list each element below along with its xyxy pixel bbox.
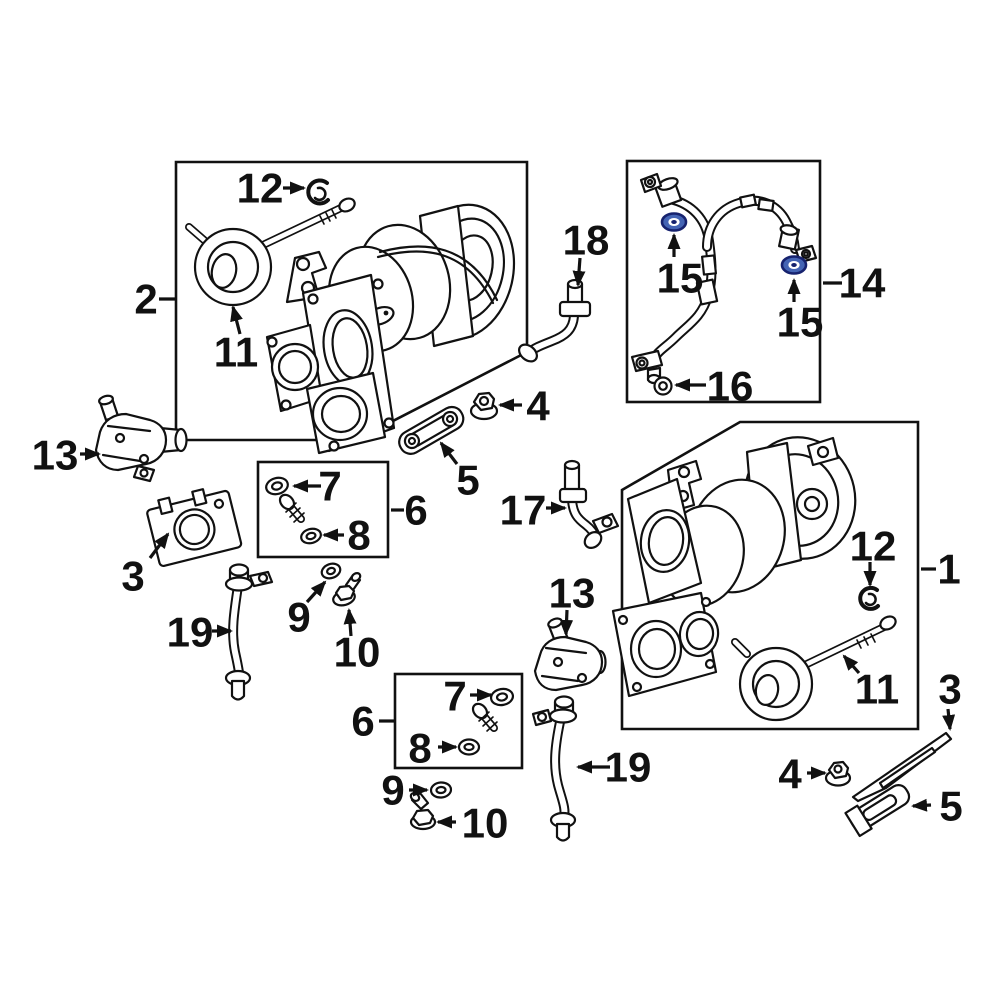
turbocharger-assembly-left	[185, 178, 516, 455]
callout-9[interactable]: 9	[287, 594, 310, 641]
stud-fitting-upper	[278, 493, 305, 523]
callout-3[interactable]: 3	[121, 553, 144, 600]
part-5-bracket-upper	[398, 405, 465, 455]
part-3-gasket-lower	[851, 731, 953, 803]
part-12-clip-left	[306, 178, 330, 206]
part-15-seal-highlighted-right[interactable]	[780, 255, 808, 275]
callout-6[interactable]: 6	[404, 487, 427, 534]
callout-13[interactable]: 13	[32, 432, 79, 479]
callout-1[interactable]: 1	[937, 546, 960, 593]
callout-4[interactable]: 4	[526, 383, 550, 430]
callout-6[interactable]: 6	[351, 698, 374, 745]
callout-12[interactable]: 12	[850, 523, 897, 570]
part-4-nut-lower	[824, 760, 852, 787]
part-8-washer-lower	[457, 738, 481, 756]
banjo-fitting-right	[777, 224, 818, 264]
callout-arrows	[80, 181, 956, 829]
callout-2[interactable]: 2	[134, 276, 157, 323]
rod-threads-left	[319, 209, 337, 225]
callout-18[interactable]: 18	[563, 217, 610, 264]
part-3-gasket-left	[146, 488, 243, 568]
callout-16[interactable]: 16	[707, 363, 754, 410]
part-4-nut-upper	[469, 391, 499, 421]
part-16-oring	[653, 376, 673, 396]
part-13-valve-upper	[94, 394, 188, 483]
callout-15[interactable]: 15	[777, 299, 824, 346]
stud-fitting-lower	[471, 702, 498, 732]
callout-11[interactable]: 11	[214, 329, 258, 376]
part-9-washer-lower	[429, 781, 453, 799]
part-19-pipe-lower	[531, 695, 578, 842]
callout-14[interactable]: 14	[839, 260, 886, 307]
part-10-bolt-lower	[409, 791, 437, 831]
callout-5[interactable]: 5	[456, 457, 479, 504]
callout-19[interactable]: 19	[605, 744, 652, 791]
part-9-washer-upper	[320, 562, 342, 580]
part-8-washer-upper	[300, 527, 322, 545]
part-5-bracket-lower	[844, 784, 911, 838]
part-12-clip-right	[858, 585, 880, 611]
callout-7[interactable]: 7	[318, 463, 341, 510]
callout-10[interactable]: 10	[462, 800, 509, 847]
rod-threads-right	[856, 633, 876, 649]
part-15-seal-highlighted-left[interactable]	[660, 212, 688, 232]
callout-4[interactable]: 4	[778, 751, 802, 798]
callout-19[interactable]: 19	[167, 609, 214, 656]
callout-11[interactable]: 11	[855, 666, 899, 713]
callout-3[interactable]: 3	[938, 666, 961, 713]
line-foot-fitting	[630, 349, 664, 385]
callout-12[interactable]: 12	[237, 165, 284, 212]
part-7-washer-upper	[265, 476, 289, 496]
part-19-pipe-left	[224, 563, 274, 701]
part-13-valve-lower	[533, 617, 607, 692]
banjo-fitting-upper	[639, 172, 683, 208]
callout-8[interactable]: 8	[408, 725, 431, 772]
callout-7[interactable]: 7	[443, 673, 466, 720]
callout-5[interactable]: 5	[939, 783, 962, 830]
callout-15[interactable]: 15	[657, 255, 704, 302]
callout-13[interactable]: 13	[549, 570, 596, 617]
part-10-bolt-upper	[332, 572, 362, 607]
callout-10[interactable]: 10	[334, 629, 381, 676]
turbocharger-assembly-right	[611, 436, 897, 722]
oil-line-assembly	[630, 172, 818, 396]
callout-8[interactable]: 8	[347, 512, 370, 559]
callout-17[interactable]: 17	[500, 487, 547, 534]
callout-9[interactable]: 9	[381, 767, 404, 814]
part-17-fitting	[558, 459, 620, 549]
